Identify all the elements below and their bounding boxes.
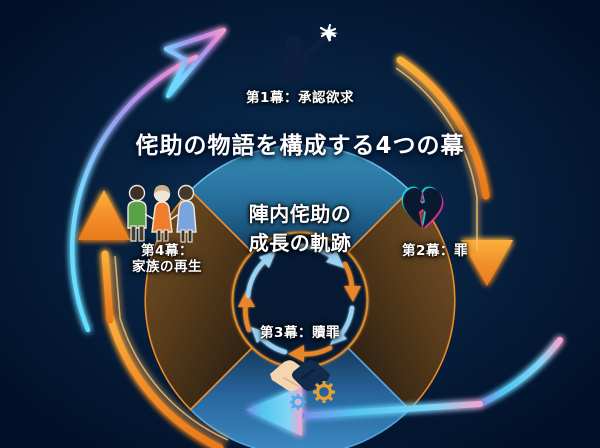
family-member-right: [169, 184, 197, 243]
inner-arrowhead-bottom-right: [330, 328, 347, 345]
outer-flow-arrows: [70, 27, 563, 448]
inner-arrowhead-bottom: [288, 345, 304, 362]
gear-large: [313, 381, 335, 403]
family-member-middle: [151, 185, 173, 242]
outer-arrow-top-left: [70, 27, 227, 333]
inner-arrowhead-top-left: [259, 251, 276, 268]
outer-arrow-left: [78, 190, 229, 448]
inner-arrowhead-right: [344, 286, 361, 302]
gear-small: [290, 394, 306, 410]
broken-heart-icon: [401, 186, 444, 230]
inner-cycle-arrows: [238, 243, 361, 362]
inner-arrowhead-top-right: [326, 250, 344, 268]
outer-arrow-bottom: [246, 337, 563, 436]
person-reaching-star-icon: [281, 23, 338, 82]
inner-arrowhead-left: [238, 291, 255, 307]
family-member-left: [127, 184, 156, 242]
inner-arrowhead-bottom-left: [251, 327, 268, 343]
outer-arrow-right: [395, 56, 513, 286]
handshake-gears-icon: [270, 360, 335, 410]
family-three-people-icon: [127, 184, 197, 243]
